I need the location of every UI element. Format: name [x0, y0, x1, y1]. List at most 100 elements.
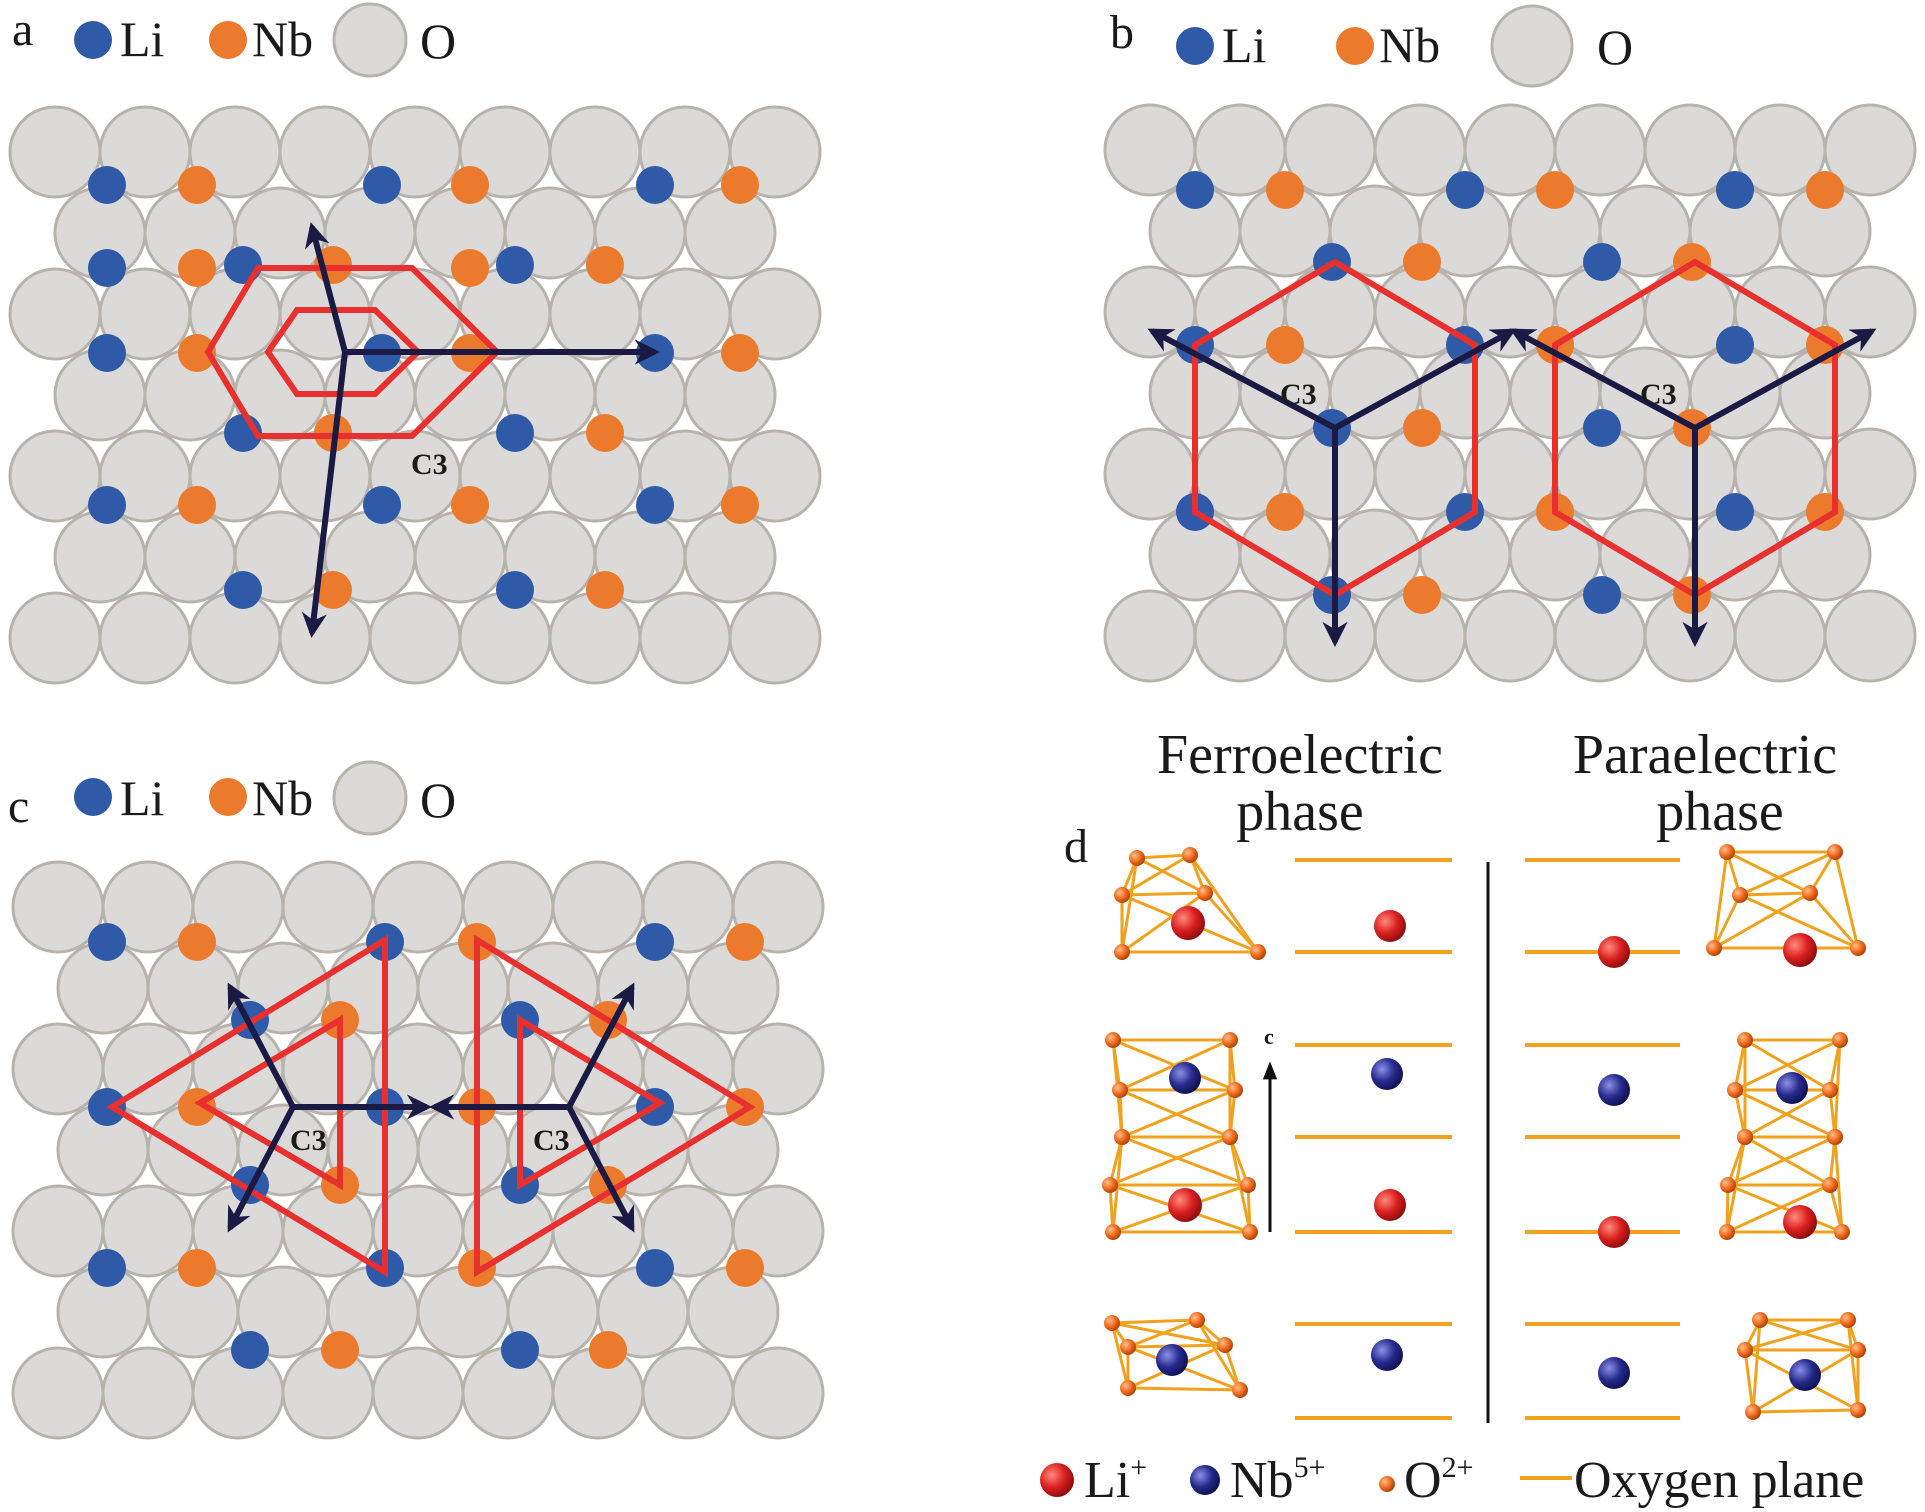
- li-atom: [636, 1249, 674, 1287]
- o-ion: [1840, 1312, 1856, 1328]
- nb-atom: [1403, 576, 1441, 614]
- oxygen-atom: [1823, 589, 1917, 683]
- nb-ion: [1169, 1062, 1201, 1094]
- c3-label-b-left: C3: [1280, 378, 1317, 411]
- bond: [1744, 1088, 1831, 1139]
- o-ion: [1242, 1224, 1258, 1240]
- bond: [1109, 1135, 1231, 1187]
- o-ion: [1120, 1339, 1136, 1355]
- li-atom: [636, 486, 674, 524]
- c3-arrow-up-left: [227, 982, 296, 1109]
- oxygen-planes: [1295, 858, 1680, 1420]
- bond: [1833, 1136, 1844, 1233]
- oxygen-atom: [8, 429, 102, 523]
- o-ion: [1114, 1129, 1130, 1145]
- nb-atom: [1266, 171, 1304, 209]
- nb-atom: [1536, 171, 1574, 209]
- nb-ion: [1371, 1339, 1403, 1371]
- li-atom: [1583, 243, 1621, 281]
- li-ion-legend-dot: [1040, 1463, 1074, 1497]
- oxygen-atom: [371, 1346, 465, 1440]
- li-legend-label: Li: [120, 11, 164, 67]
- c3-arrow-up-right: [566, 982, 635, 1109]
- li-ion: [1598, 936, 1630, 968]
- li-ion: [1171, 906, 1205, 940]
- ferro-title-line2: phase: [1236, 781, 1364, 843]
- overlay-c: C3 C3: [106, 934, 756, 1278]
- bond: [1121, 1135, 1249, 1187]
- bond: [1751, 1319, 1762, 1413]
- oxygen-atom: [551, 860, 645, 954]
- o-ion: [1222, 1032, 1238, 1048]
- o-ion: [1197, 885, 1213, 901]
- bond: [1121, 1088, 1236, 1139]
- o-legend-dot: [332, 760, 408, 836]
- bond: [1127, 1318, 1198, 1349]
- nb-atom: [726, 923, 764, 961]
- o-ion: [1802, 885, 1818, 901]
- li-atom: [636, 923, 674, 961]
- o-ion-legend-dot: [1379, 1476, 1395, 1492]
- o-ion: [1105, 1032, 1121, 1048]
- nb-atom: [451, 249, 489, 287]
- legend-d: Li+ Nb5+ O2+ Oxygen plane: [1040, 1451, 1864, 1509]
- nb-atom: [451, 486, 489, 524]
- bond: [1739, 850, 1836, 897]
- o-ion: [1182, 847, 1198, 863]
- bond: [1111, 1321, 1226, 1347]
- oxygen-atom: [8, 267, 102, 361]
- oxygen-atom: [728, 591, 822, 685]
- o-ion: [1217, 1337, 1233, 1353]
- o-ion: [1827, 844, 1843, 860]
- li-atom: [88, 166, 126, 204]
- c3-arrow-up: [304, 222, 348, 353]
- o-legend-dot: [332, 2, 408, 78]
- o-ion: [1850, 1342, 1866, 1358]
- li-atom: [501, 1331, 539, 1369]
- oxygen-atom: [548, 105, 642, 199]
- panel-label-b: b: [1110, 6, 1134, 59]
- o-ion: [1719, 1224, 1735, 1240]
- panel-b: b Li Nb O C3 C3: [1103, 4, 1917, 683]
- o-ion: [1727, 1082, 1743, 1098]
- bond: [1127, 1386, 1241, 1392]
- bond: [1752, 1408, 1859, 1414]
- oxygen-atom: [1823, 103, 1917, 197]
- oxygen-atom: [1193, 589, 1287, 683]
- o-ion: [1114, 944, 1130, 960]
- legend-a: Li Nb O: [74, 2, 456, 78]
- o-ion: [1227, 1082, 1243, 1098]
- o-ion-legend-label: O2+: [1404, 1451, 1473, 1509]
- li-atom: [88, 249, 126, 287]
- nb-legend-label: Nb: [252, 770, 313, 826]
- oxygen-atom: [1823, 427, 1917, 521]
- o-ion: [1832, 1032, 1848, 1048]
- oxygen-atom: [683, 186, 777, 280]
- bond: [1121, 891, 1206, 897]
- lattice-a: [8, 105, 822, 685]
- c3-label-a: C3: [411, 448, 448, 481]
- oxygen-atom: [1103, 589, 1197, 683]
- li-atom: [88, 486, 126, 524]
- para-title-line1: Paraelectric: [1573, 724, 1837, 786]
- o-ion: [1706, 940, 1722, 956]
- o-ion: [1719, 844, 1735, 860]
- nb-atom: [1403, 409, 1441, 447]
- o-ion: [1850, 940, 1866, 956]
- bond: [1734, 1038, 1841, 1092]
- nb-atom: [721, 486, 759, 524]
- nb-atom: [1266, 326, 1304, 364]
- overlay-a: C3: [204, 222, 661, 639]
- o-ion: [1737, 1129, 1753, 1145]
- ion-sites: [1371, 910, 1630, 1389]
- bond: [1228, 1136, 1252, 1233]
- oxygen-atom: [368, 591, 462, 685]
- nb-atom: [178, 486, 216, 524]
- legend-c: Li Nb O: [74, 760, 456, 836]
- o-ion: [1737, 1032, 1753, 1048]
- nb-legend-label: Nb: [252, 11, 313, 67]
- panel-c: c Li Nb O C3 C3: [8, 760, 825, 1440]
- bond: [1727, 1135, 1836, 1187]
- nb-atom: [721, 166, 759, 204]
